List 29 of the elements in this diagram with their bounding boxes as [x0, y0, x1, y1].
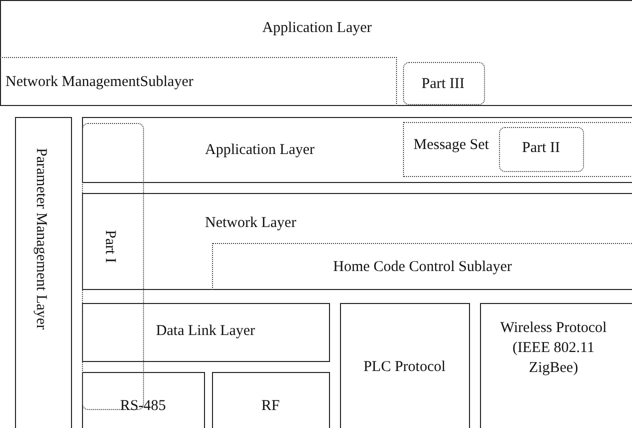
layer-panel — [340, 303, 470, 428]
layer-label: Application Layer — [261, 19, 373, 37]
layer-panel — [82, 372, 205, 428]
layer-label: Message Set — [414, 136, 489, 154]
layer-label: Network Layer — [205, 214, 296, 232]
layer-panel — [0, 0, 632, 106]
layer-label: Network ManagementSublayer — [6, 72, 194, 90]
layer-label: Data Link Layer — [154, 322, 256, 340]
sublayer-region — [212, 242, 632, 290]
layer-panel — [212, 372, 330, 428]
layer-label: Home Code Control Sublayer — [332, 258, 513, 276]
layer-panel — [82, 117, 632, 183]
layer-label: Part II — [521, 139, 561, 157]
layer-panel — [480, 303, 632, 428]
layer-label: RF — [260, 397, 281, 415]
layer-label: Part I — [101, 230, 119, 263]
layer-label: Wireless Protocol (IEEE 802.11 ZigBee) — [499, 319, 608, 378]
layer-panel — [82, 193, 632, 290]
dotted-region — [499, 127, 584, 172]
sublayer-region — [0, 56, 396, 106]
layer-panel — [82, 303, 330, 362]
layer-label: Application Layer — [205, 141, 315, 159]
layer-label: PLC Protocol — [362, 358, 447, 376]
sublayer-region — [402, 122, 632, 176]
layer-label: RS-485 — [119, 397, 167, 415]
layer-label: Part III — [420, 74, 466, 92]
dotted-region — [402, 62, 484, 104]
layer-label: Parameter Management Layer — [32, 148, 50, 330]
layer-panel — [15, 117, 72, 428]
